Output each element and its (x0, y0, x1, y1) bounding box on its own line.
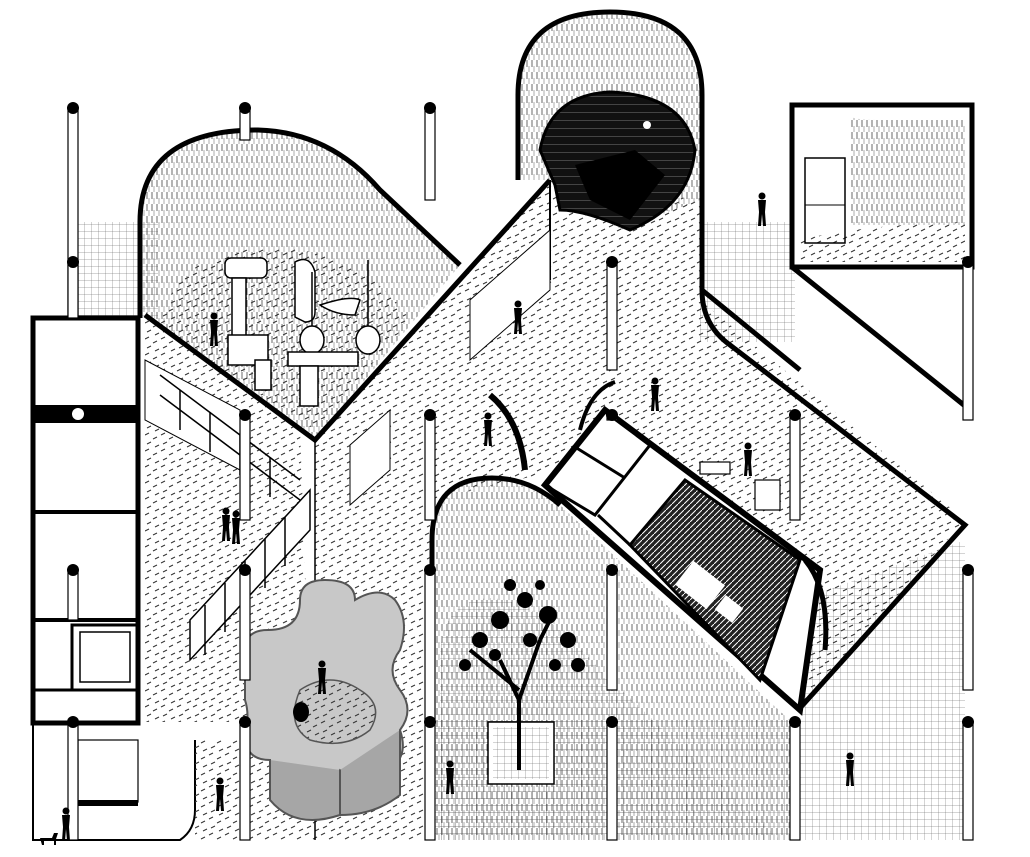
column-cap (962, 564, 974, 576)
column-cap (424, 102, 436, 114)
entry-window (77, 739, 139, 803)
column-cap (606, 256, 618, 268)
column-cap (239, 716, 251, 728)
column (424, 414, 436, 521)
upper-right-room-floor (800, 222, 965, 262)
column (962, 721, 974, 841)
column-cap (67, 716, 79, 728)
central-box-divider (596, 513, 632, 547)
column (67, 261, 79, 319)
curved-bench (578, 380, 616, 431)
person-icon (62, 807, 70, 841)
left-block-light (72, 408, 84, 420)
column-grid (67, 102, 974, 841)
column-cap (239, 409, 251, 421)
entry-sill (78, 800, 138, 806)
person-icon (846, 752, 854, 786)
column-cap (67, 256, 79, 268)
arch-room-wall (137, 127, 462, 318)
corridor-panel (469, 228, 551, 362)
left-block (30, 315, 141, 726)
column (424, 107, 436, 201)
central-box-divider (574, 445, 626, 480)
column-cap (606, 409, 618, 421)
people-silhouettes (40, 192, 854, 845)
tree-icon (459, 579, 585, 785)
person-icon (222, 507, 230, 541)
column (606, 261, 618, 371)
column (962, 261, 974, 421)
corridor-panel (349, 408, 391, 507)
person-icon (232, 510, 240, 544)
column-cap (67, 564, 79, 576)
column-cap (962, 716, 974, 728)
column (239, 569, 251, 681)
upper-right-room-skirt (790, 262, 973, 416)
grey-blob-structure (243, 578, 409, 821)
column-cap (962, 256, 974, 268)
column (606, 569, 618, 691)
upper-right-room-door (804, 157, 846, 244)
column (424, 721, 436, 841)
column (239, 721, 251, 841)
person-icon (210, 312, 218, 346)
corridor-outline (558, 289, 969, 712)
column (67, 721, 79, 841)
column (789, 414, 801, 521)
column-cap (239, 102, 251, 114)
tower-wall (515, 9, 802, 372)
left-block-band (33, 405, 138, 423)
left-block-window-inner (79, 631, 131, 683)
column (239, 414, 251, 521)
central-box (540, 405, 824, 716)
dog-icon (40, 833, 58, 845)
spiral-stair (538, 90, 697, 232)
bench-block (754, 479, 781, 511)
column-cap (424, 716, 436, 728)
person-icon (216, 777, 224, 811)
column-cap (789, 716, 801, 728)
person-icon (318, 660, 326, 694)
person-icon (484, 412, 492, 446)
column-cap (67, 102, 79, 114)
sculpture-group (224, 257, 381, 407)
column (606, 721, 618, 841)
column-cap (424, 564, 436, 576)
column-cap (424, 409, 436, 421)
person-icon (446, 760, 454, 794)
arch-room-floor (160, 248, 410, 430)
upper-right-room-hatch (850, 115, 965, 225)
column (424, 569, 436, 721)
person-icon (651, 377, 659, 411)
person-icon (514, 300, 522, 334)
column (789, 721, 801, 841)
column (962, 569, 974, 691)
person-icon (758, 192, 766, 226)
column-cap (789, 409, 801, 421)
column (67, 569, 79, 621)
curved-bench (488, 392, 528, 471)
column-cap (606, 716, 618, 728)
entry-outline (32, 723, 196, 841)
column-cap (239, 564, 251, 576)
bench-block (699, 461, 731, 475)
curved-bench (803, 558, 829, 651)
person-icon (744, 442, 752, 476)
column-cap (606, 564, 618, 576)
